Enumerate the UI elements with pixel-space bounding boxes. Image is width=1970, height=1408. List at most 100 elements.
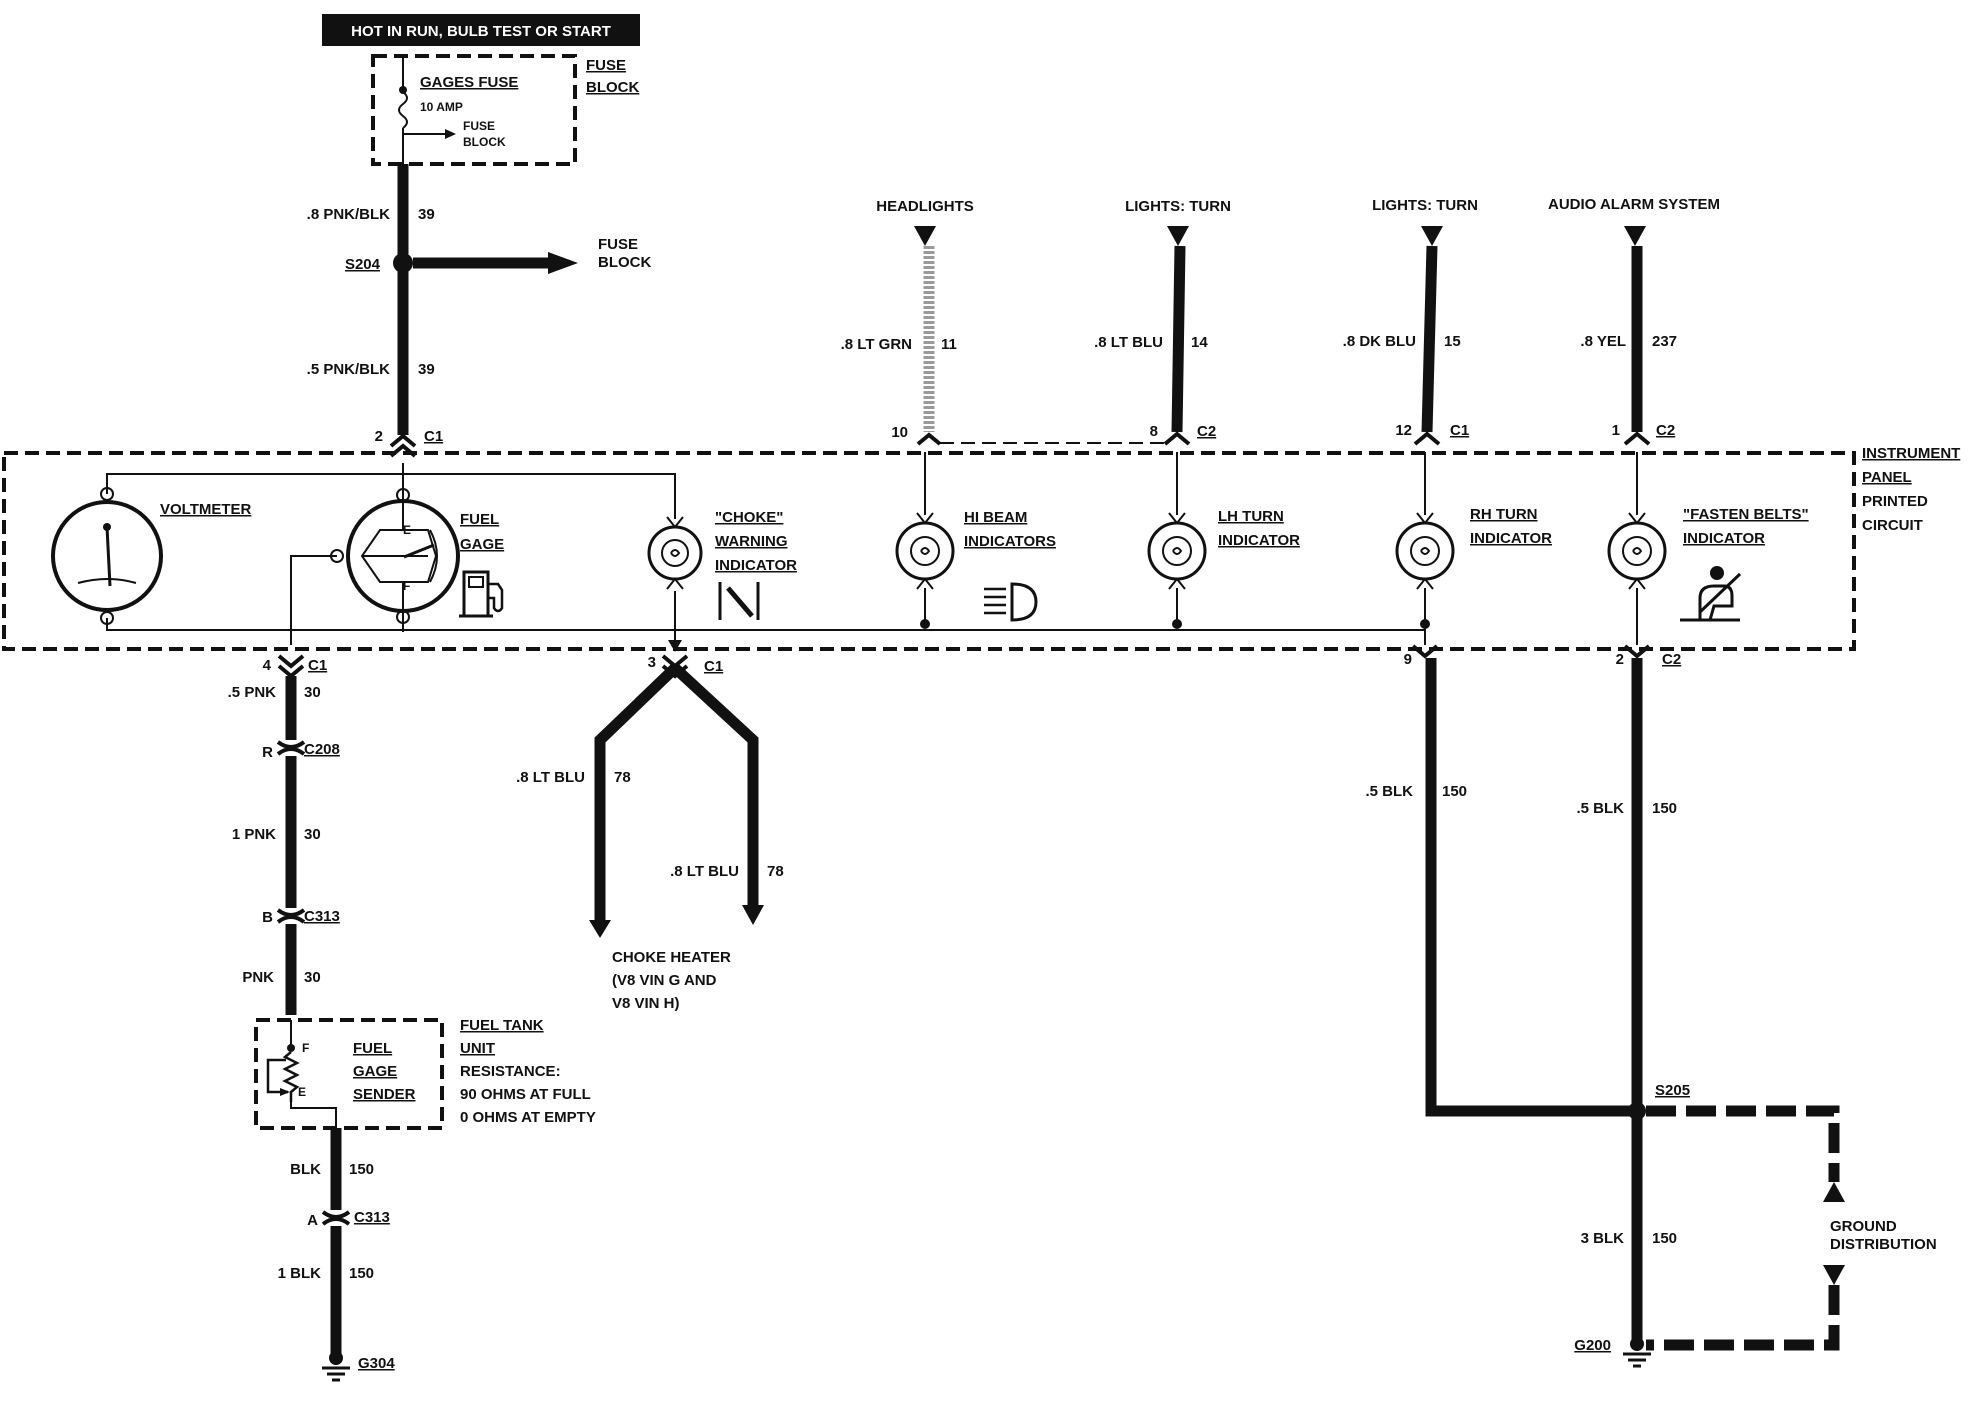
fasten-belts-indicator: "FASTEN BELTS" INDICATOR (1607, 506, 1809, 622)
instrument-panel: INSTRUMENT PANEL PRINTED CIRCUIT VOLTM (2, 445, 1960, 652)
c313a-label: C313 (354, 1209, 390, 1226)
wire-237-circuit: 237 (1652, 333, 1677, 350)
c208-pin: R (262, 744, 273, 761)
headlights-arrow (914, 226, 936, 246)
tank-unit-label-2: UNIT (460, 1040, 495, 1057)
sender-name-1: FUEL (353, 1040, 392, 1057)
splice-s205-label: S205 (1655, 1082, 1690, 1099)
choke-heater-3: V8 VIN H) (612, 995, 680, 1012)
choke-pin: 3 (648, 654, 656, 671)
fuel-gage-f: F (403, 579, 410, 593)
source-lights-turn-lh-label: LIGHTS: TURN (1125, 198, 1231, 215)
splice-s204 (393, 253, 413, 273)
ground-distribution-2: DISTRIBUTION (1830, 1236, 1937, 1253)
panel-label-3: PRINTED (1862, 493, 1928, 510)
ground-g304-icon (322, 1351, 350, 1382)
sender-resistance-1: RESISTANCE: (460, 1063, 561, 1080)
choke-heater-1: CHOKE HEATER (612, 949, 731, 966)
seatbelt-icon (1680, 566, 1742, 622)
lh-source-arrow (1167, 226, 1189, 246)
instrument-panel-outline (2, 451, 1856, 651)
choke-conn: C1 (704, 658, 723, 675)
wire-15-circuit: 15 (1444, 333, 1461, 350)
wire-39a-circuit: 39 (418, 206, 435, 223)
choke-heater-2: (V8 VIN G AND (612, 972, 717, 989)
fuel-tank-unit-outline (254, 1018, 444, 1130)
sender-resistance-2: 90 OHMS AT FULL (460, 1086, 591, 1103)
wire-78a-color: .8 LT BLU (516, 769, 585, 786)
source-audio-alarm-label: AUDIO ALARM SYSTEM (1548, 196, 1720, 213)
lh-turn-label-2: INDICATOR (1218, 532, 1300, 549)
wire-15-color: .8 DK BLU (1343, 333, 1416, 350)
wire-237-color: .8 YEL (1580, 333, 1626, 350)
fuel-conn: C1 (308, 657, 327, 674)
wire-30a-color: .5 PNK (228, 684, 277, 701)
panel-label-2: PANEL (1862, 469, 1912, 486)
voltmeter: VOLTMETER (51, 487, 252, 625)
choke-arrow-left (589, 920, 611, 938)
circuit-30: 4 C1 .5 PNK 30 R C208 1 PNK 30 B C313 PN… (228, 654, 340, 1015)
wire-150d-circuit: 150 (1652, 800, 1677, 817)
panel-label-4: CIRCUIT (1862, 517, 1923, 534)
alarm-source-arrow (1624, 226, 1646, 246)
wire-150b-circuit: 150 (349, 1265, 374, 1282)
wire-78b-color: .8 LT BLU (670, 863, 739, 880)
power-header: HOT IN RUN, BULB TEST OR START (351, 23, 611, 40)
rh-pin: 12 (1395, 422, 1412, 439)
g200-label: G200 (1574, 1337, 1611, 1354)
source-lights-turn-rh-label: LIGHTS: TURN (1372, 197, 1478, 214)
wire-150c-color: .5 BLK (1365, 783, 1413, 800)
choke-arrow-right (742, 905, 764, 925)
wire-150e-color: 3 BLK (1581, 1230, 1625, 1247)
sender-name-3: SENDER (353, 1086, 416, 1103)
wire-78a-circuit: 78 (614, 769, 631, 786)
source-lights-turn-lh: LIGHTS: TURN .8 LT BLU 14 8 C2 (1094, 198, 1231, 446)
c313b-pin: B (262, 909, 273, 926)
splice-s204-label: S204 (345, 256, 381, 273)
rh-conn: C1 (1450, 422, 1469, 439)
wire-30b-circuit: 30 (304, 826, 321, 843)
fuse-block-arrow (445, 129, 456, 139)
fasten-belts-bulb (1607, 521, 1667, 581)
source-audio-alarm: AUDIO ALARM SYSTEM .8 YEL 237 1 C2 (1548, 196, 1720, 446)
tank-unit-label-1: FUEL TANK (460, 1017, 544, 1034)
choke-bulb (647, 525, 703, 581)
fuse-block-outline (371, 54, 577, 166)
wire-150a-color: BLK (290, 1161, 321, 1178)
fuel-gage-label-1: FUEL (460, 511, 499, 528)
fuse-name: GAGES FUSE (420, 74, 518, 91)
g304-label: G304 (358, 1355, 395, 1372)
circuit-78: 3 C1 .8 LT BLU 78 .8 LT BLU 78 CHOKE HEA… (516, 654, 784, 1012)
fuse-block-label-2: BLOCK (586, 79, 639, 96)
fuse-inner-line-2: BLOCK (463, 135, 506, 149)
choke-label-2: WARNING (715, 533, 788, 550)
wire-14-circuit: 14 (1191, 334, 1208, 351)
wire-78b-circuit: 78 (767, 863, 784, 880)
wire-150d-color: .5 BLK (1576, 800, 1624, 817)
gnd-conn-fb: C2 (1662, 651, 1681, 668)
sender-resistor (282, 1051, 300, 1102)
c313b-label: C313 (304, 908, 340, 925)
ground-distribution-1: GROUND (1830, 1218, 1897, 1235)
voltmeter-dial (51, 500, 163, 612)
fuel-pin: 4 (263, 657, 272, 674)
sender-pin-e: E (298, 1085, 306, 1099)
choke-label-3: INDICATOR (715, 557, 797, 574)
hb-pin: 10 (891, 424, 908, 441)
rh-turn-label-1: RH TURN (1470, 506, 1538, 523)
wire-150c-circuit: 150 (1442, 783, 1467, 800)
wire-39b-color: .5 PNK/BLK (307, 361, 391, 378)
wire-14-color: .8 LT BLU (1094, 334, 1163, 351)
gages-fuse: GAGES FUSE 10 AMP FUSE BLOCK FUSE BLOCK (371, 54, 639, 166)
hi-beam-indicator: HI BEAM INDICATORS (895, 509, 1056, 622)
sender-pin-f: F (302, 1041, 309, 1055)
gnd-pin-rh: 9 (1404, 651, 1412, 668)
source-headlights-label: HEADLIGHTS (876, 198, 974, 215)
gnd-dist-arrow-top (1823, 1182, 1845, 1202)
lh-turn-bulb (1147, 521, 1207, 581)
hi-beam-bulb (895, 521, 955, 581)
wire-150e-circuit: 150 (1652, 1230, 1677, 1247)
fb-pin: 1 (1612, 422, 1620, 439)
rh-turn-bulb (1395, 521, 1455, 581)
